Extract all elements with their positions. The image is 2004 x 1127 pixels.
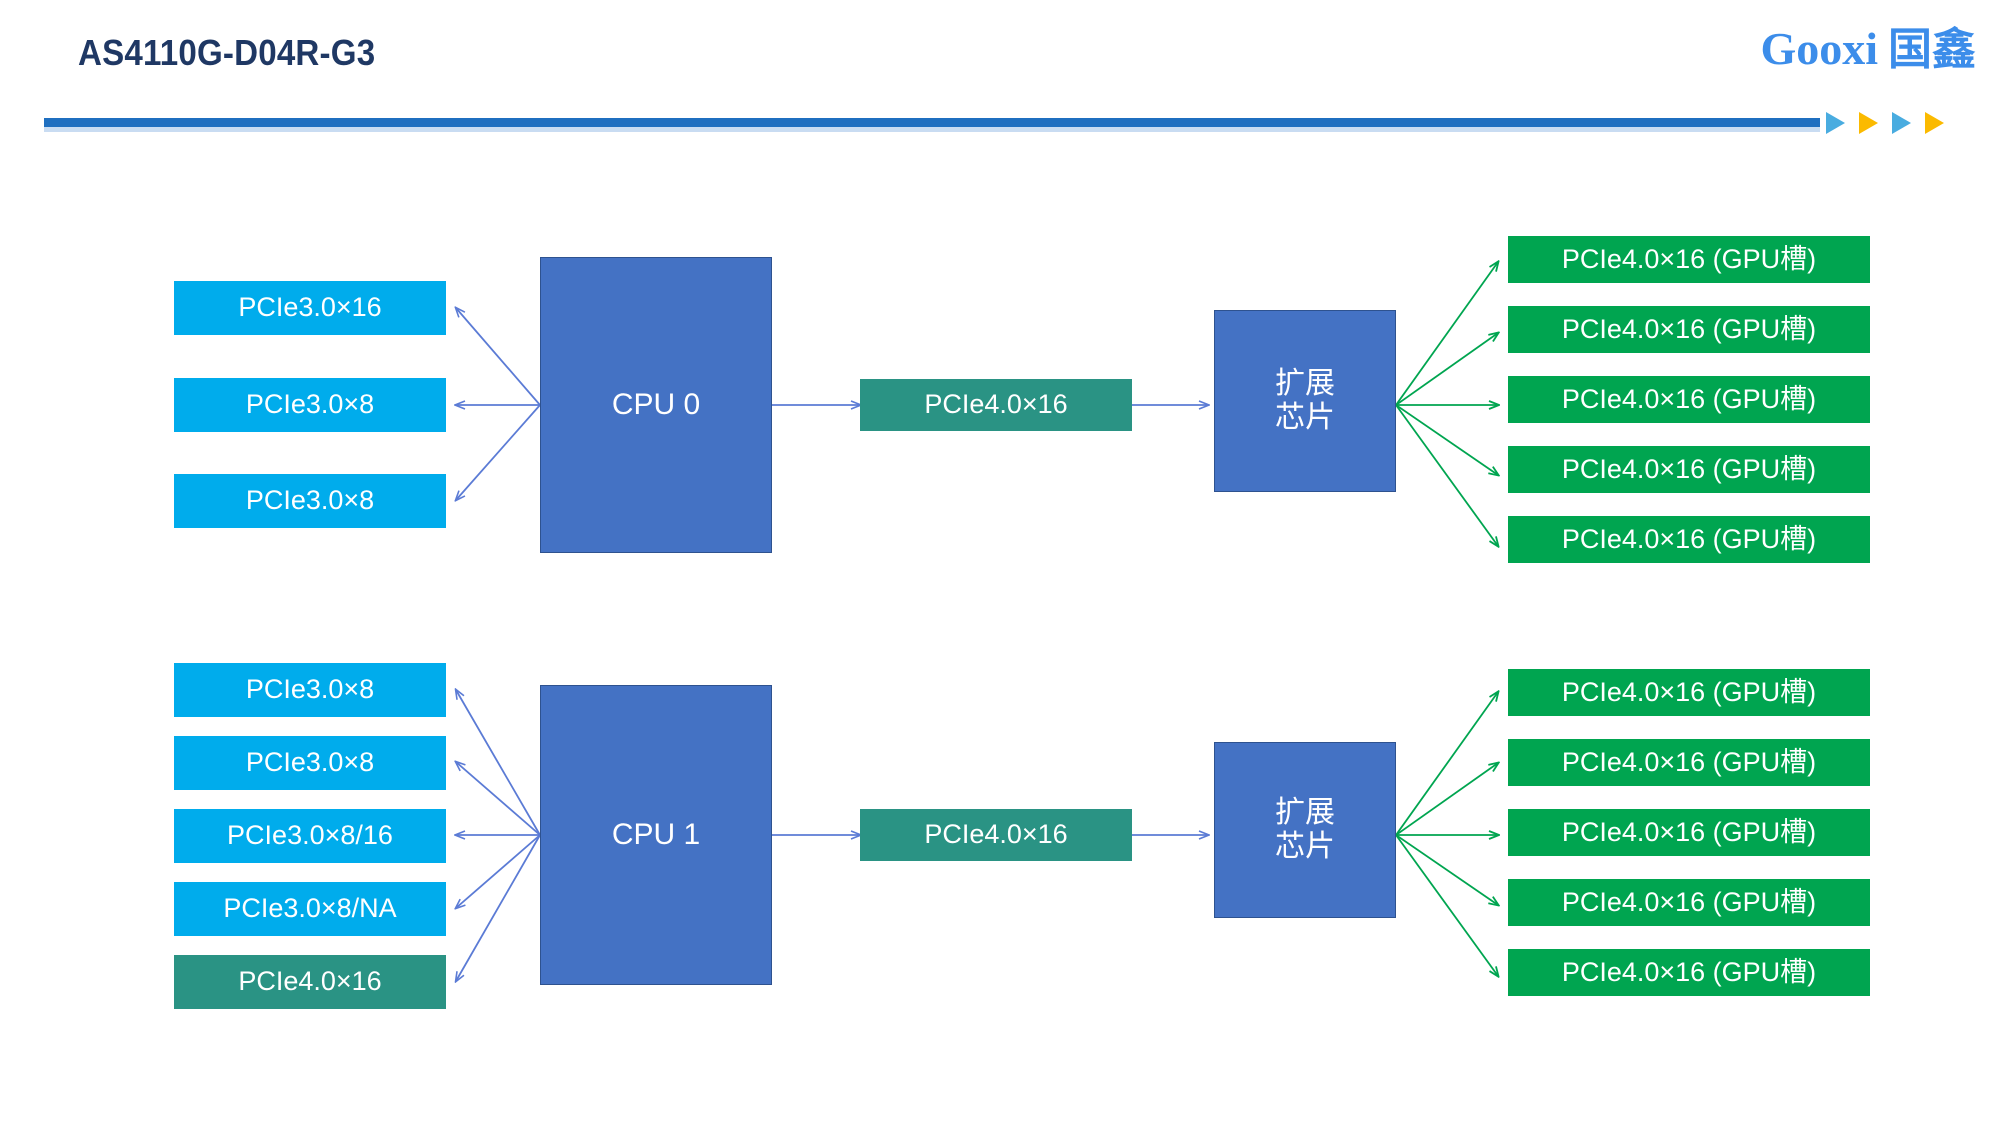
cpu1-expander-chip-line2: 芯片: [1275, 830, 1335, 863]
header-triangle-icon-2: [1859, 112, 1878, 134]
cpu0-block[interactable]: CPU 0: [540, 257, 772, 553]
cpu0-gpu-slot-1-label: PCIe4.0×16 (GPU槽): [1561, 243, 1817, 274]
cpu0-gpu-slot-5-label: PCIe4.0×16 (GPU槽): [1561, 523, 1817, 554]
cpu1-left-slot-5-label: PCIe4.0×16: [238, 966, 382, 997]
cpu0-gpu-slot-5[interactable]: PCIe4.0×16 (GPU槽): [1508, 516, 1870, 563]
header-triangle-icon-1: [1826, 112, 1845, 134]
cpu1-gpu-slot-3-label: PCIe4.0×16 (GPU槽): [1561, 816, 1817, 847]
cpu0-gpu-slot-1[interactable]: PCIe4.0×16 (GPU槽): [1508, 236, 1870, 283]
cpu0-left-slot-2[interactable]: PCIe3.0×8: [174, 378, 446, 432]
cpu0-left-slot-1[interactable]: PCIe3.0×16: [174, 281, 446, 335]
header-triangle-icon-4: [1925, 112, 1944, 134]
cpu1-gpu-slot-5[interactable]: PCIe4.0×16 (GPU槽): [1508, 949, 1870, 996]
cpu1-gpu-slot-1[interactable]: PCIe4.0×16 (GPU槽): [1508, 669, 1870, 716]
cpu1-left-slot-1-label: PCIe3.0×8: [245, 674, 375, 705]
brand-cjk-text: 国鑫: [1888, 24, 1976, 75]
cpu1-left-slot-4[interactable]: PCIe3.0×8/NA: [174, 882, 446, 936]
cpu0-left-slot-3[interactable]: PCIe3.0×8: [174, 474, 446, 528]
cpu1-gpu-slot-2-label: PCIe4.0×16 (GPU槽): [1561, 746, 1817, 777]
cpu1-left-slot-2-label: PCIe3.0×8: [245, 747, 375, 778]
cpu1-left-slot-3[interactable]: PCIe3.0×8/16: [174, 809, 446, 863]
cpu0-left-slot-2-label: PCIe3.0×8: [245, 389, 375, 420]
cpu1-left-slot-4-label: PCIe3.0×8/NA: [223, 893, 397, 924]
cpu1-block[interactable]: CPU 1: [540, 685, 772, 985]
cpu1-gpu-slot-4[interactable]: PCIe4.0×16 (GPU槽): [1508, 879, 1870, 926]
page-title: AS4110G-D04R-G3: [78, 32, 376, 73]
cpu0-label: CPU 0: [611, 387, 701, 421]
cpu1-label: CPU 1: [611, 817, 701, 851]
header-rule-shadow: [44, 127, 1820, 132]
cpu0-expander-chip-line2: 芯片: [1275, 401, 1335, 434]
cpu0-gpu-slot-2[interactable]: PCIe4.0×16 (GPU槽): [1508, 306, 1870, 353]
cpu0-uplink-block[interactable]: PCIe4.0×16: [860, 379, 1132, 431]
cpu1-gpu-slot-1-label: PCIe4.0×16 (GPU槽): [1561, 676, 1817, 707]
brand-logo: Gooxi 国鑫: [1760, 26, 1976, 72]
cpu0-gpu-slot-4[interactable]: PCIe4.0×16 (GPU槽): [1508, 446, 1870, 493]
cpu1-expander-chip[interactable]: 扩展 芯片: [1214, 742, 1396, 918]
brand-latin-text: Gooxi: [1760, 23, 1878, 74]
cpu0-gpu-slot-3[interactable]: PCIe4.0×16 (GPU槽): [1508, 376, 1870, 423]
cpu1-gpu-slot-5-label: PCIe4.0×16 (GPU槽): [1561, 956, 1817, 987]
cpu0-left-slot-3-label: PCIe3.0×8: [245, 485, 375, 516]
cpu0-gpu-slot-2-label: PCIe4.0×16 (GPU槽): [1561, 313, 1817, 344]
cpu1-left-slot-3-label: PCIe3.0×8/16: [227, 820, 393, 851]
cpu0-gpu-slot-4-label: PCIe4.0×16 (GPU槽): [1561, 453, 1817, 484]
cpu1-gpu-slot-3[interactable]: PCIe4.0×16 (GPU槽): [1508, 809, 1870, 856]
cpu1-left-slot-2[interactable]: PCIe3.0×8: [174, 736, 446, 790]
cpu1-left-slot-5[interactable]: PCIe4.0×16: [174, 955, 446, 1009]
cpu0-expander-chip-line1: 扩展: [1275, 366, 1335, 400]
cpu0-expander-chip[interactable]: 扩展 芯片: [1214, 310, 1396, 492]
cpu1-gpu-slot-2[interactable]: PCIe4.0×16 (GPU槽): [1508, 739, 1870, 786]
header-arrow-group: [1826, 112, 1944, 134]
cpu0-left-slot-1-label: PCIe3.0×16: [238, 292, 382, 323]
header-rule: [44, 118, 1820, 127]
cpu1-gpu-slot-4-label: PCIe4.0×16 (GPU槽): [1561, 886, 1817, 917]
cpu1-left-slot-1[interactable]: PCIe3.0×8: [174, 663, 446, 717]
cpu0-uplink-label: PCIe4.0×16: [924, 389, 1068, 420]
header-triangle-icon-3: [1892, 112, 1911, 134]
cpu0-gpu-slot-3-label: PCIe4.0×16 (GPU槽): [1561, 383, 1817, 414]
cpu1-expander-chip-line1: 扩展: [1275, 795, 1335, 829]
cpu1-uplink-block[interactable]: PCIe4.0×16: [860, 809, 1132, 861]
cpu1-uplink-label: PCIe4.0×16: [924, 819, 1068, 850]
